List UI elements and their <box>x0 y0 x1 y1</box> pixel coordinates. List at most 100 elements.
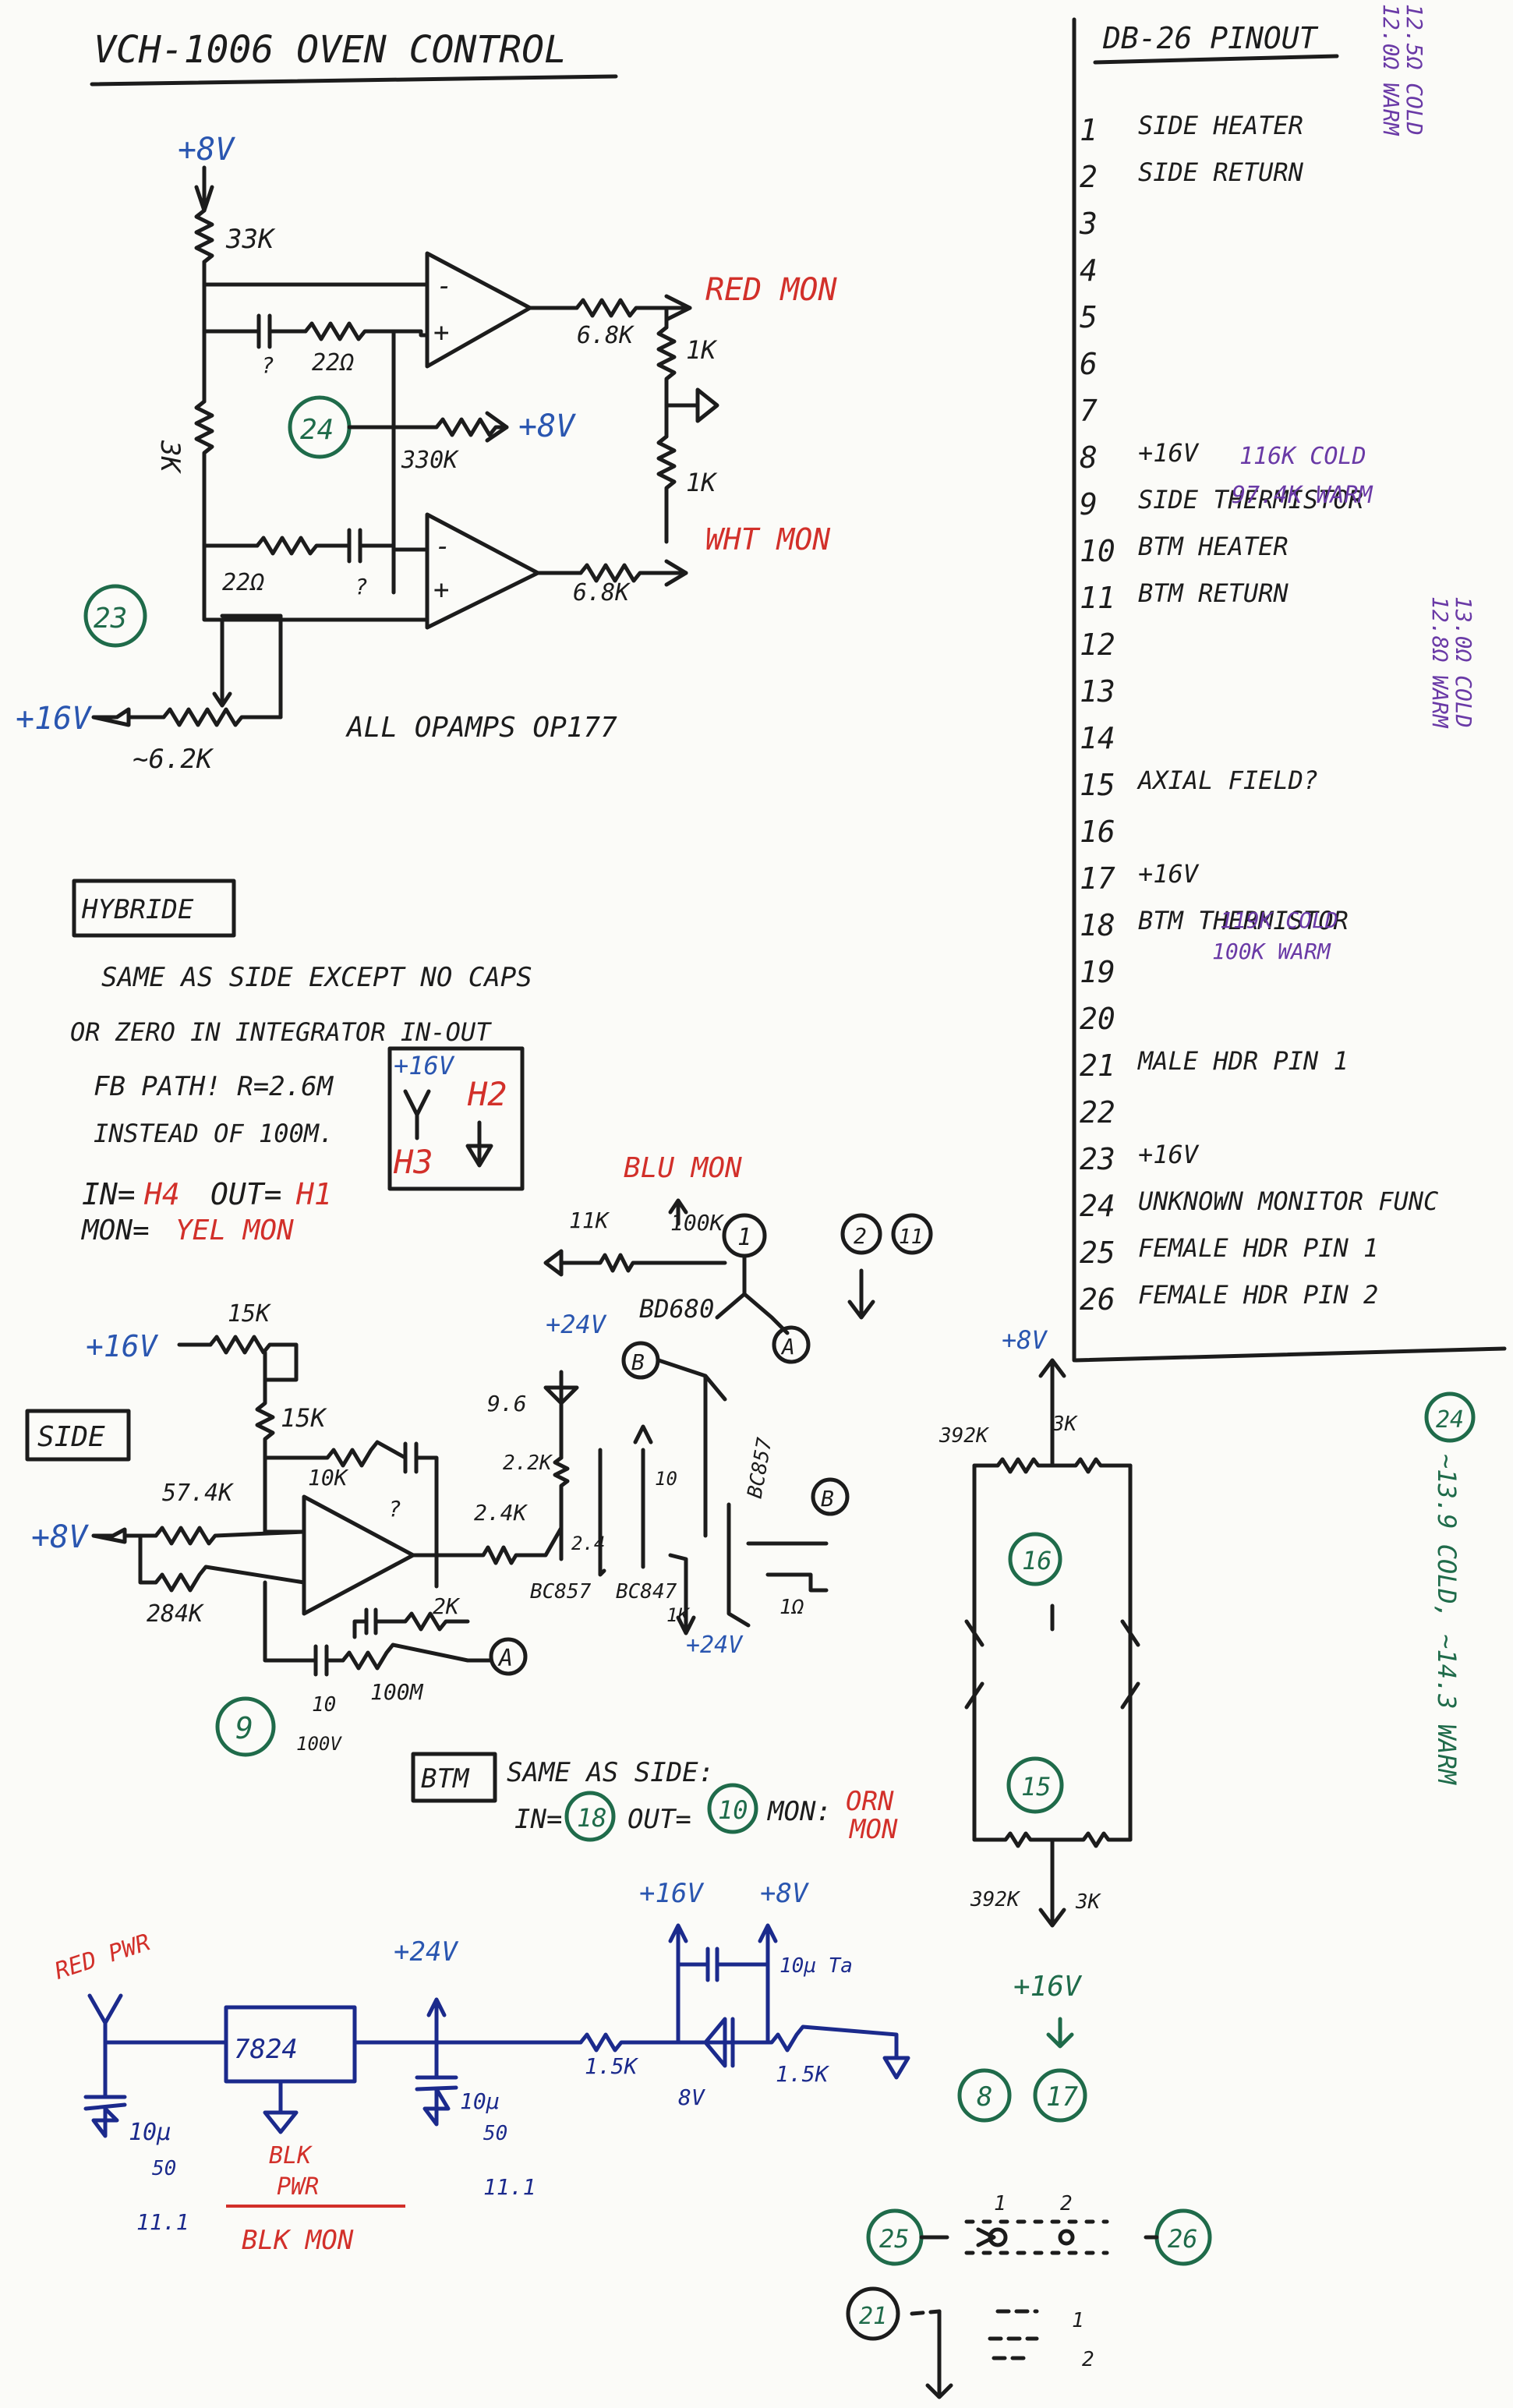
pinout-number: 7 <box>1080 394 1098 428</box>
svg-text:12.5Ω COLD: 12.5Ω COLD <box>1402 4 1427 136</box>
label-bd680: BD680 <box>639 1294 714 1324</box>
pinout-number: 11 <box>1080 581 1115 615</box>
svg-text:BLK: BLK <box>269 2142 313 2169</box>
pinout-number: 3 <box>1079 207 1098 241</box>
pinout-description: SIDE HEATER <box>1138 111 1303 140</box>
label-all-opamps: ALL OPAMPS OP177 <box>345 712 617 744</box>
pinout-description: +16V <box>1138 859 1200 889</box>
svg-text:2.4K: 2.4K <box>474 1500 528 1526</box>
hybrid-box <box>387 1046 525 1191</box>
svg-text:13.0Ω COLD: 13.0Ω COLD <box>1451 596 1476 728</box>
svg-text:PWR: PWR <box>277 2173 319 2201</box>
svg-text:16: 16 <box>1022 1546 1052 1575</box>
pinout-number: 17 <box>1080 861 1115 896</box>
svg-text:H3: H3 <box>393 1143 433 1181</box>
pinout-number: 15 <box>1080 768 1115 802</box>
label-plus8-a: +8V <box>178 132 235 168</box>
svg-text:2: 2 <box>1060 2192 1073 2215</box>
svg-text:+8V: +8V <box>1002 1325 1048 1355</box>
hybrid-box-label: HYBRIDE <box>81 894 194 925</box>
node-23-label: 23 <box>94 603 127 635</box>
svg-text:9: 9 <box>235 1711 253 1745</box>
svg-text:22Ω: 22Ω <box>312 349 354 377</box>
resistor-6k8-b <box>578 563 688 583</box>
svg-text:6.8K: 6.8K <box>573 579 631 606</box>
svg-text:15: 15 <box>1021 1772 1052 1802</box>
svg-text:IN=: IN= <box>82 1177 136 1211</box>
pinout-number: 1 <box>1080 113 1098 147</box>
svg-text:+: + <box>433 575 449 606</box>
svg-text:116K COLD: 116K COLD <box>1239 443 1366 470</box>
btm-notes: BTM SAME AS SIDE: IN= 18 OUT= 10 MON: OR… <box>411 1752 898 1845</box>
svg-text:10: 10 <box>655 1468 677 1490</box>
svg-text:MON=: MON= <box>80 1215 150 1246</box>
svg-text:+24V: +24V <box>546 1310 607 1339</box>
svg-text:10: 10 <box>718 1795 748 1825</box>
side-box <box>25 1409 131 1462</box>
svg-text:15K: 15K <box>281 1403 328 1433</box>
svg-text:BC857: BC857 <box>744 1436 777 1501</box>
svg-text:2K: 2K <box>433 1593 461 1619</box>
svg-text:OUT=: OUT= <box>210 1177 282 1211</box>
header-diagram: 25 26 1 2 21 1 2 <box>846 2192 1212 2399</box>
svg-text:18: 18 <box>577 1803 607 1833</box>
pinout-number: 9 <box>1080 487 1098 522</box>
resistor-22b <box>255 536 345 556</box>
svg-text:100V: 100V <box>296 1733 342 1755</box>
pinout-description: +16V <box>1138 1140 1200 1169</box>
svg-text:1: 1 <box>737 1224 751 1251</box>
svg-text:+16V: +16V <box>86 1329 159 1363</box>
svg-text:330K: 330K <box>401 447 459 474</box>
svg-text:SAME AS SIDE EXCEPT NO CAPS: SAME AS SIDE EXCEPT NO CAPS <box>101 962 532 993</box>
pinout-description: AXIAL FIELD? <box>1137 766 1318 795</box>
svg-text:-: - <box>435 531 451 562</box>
svg-text:7824: 7824 <box>234 2034 298 2065</box>
svg-text:284K: 284K <box>147 1600 204 1628</box>
svg-text:10K: 10K <box>308 1465 349 1490</box>
pinout-number: 20 <box>1080 1002 1115 1036</box>
pinout-number: 18 <box>1080 908 1115 942</box>
svg-text:22Ω: 22Ω <box>222 569 264 596</box>
svg-text:11: 11 <box>899 1225 923 1249</box>
svg-text:1K: 1K <box>686 468 718 497</box>
svg-text:MON: MON <box>849 1814 898 1845</box>
svg-text:+8V: +8V <box>518 408 576 444</box>
svg-text:3K: 3K <box>154 440 186 474</box>
svg-text:50: 50 <box>152 2157 176 2180</box>
svg-text:11.1: 11.1 <box>483 2174 536 2200</box>
pinout-number: 13 <box>1080 674 1115 709</box>
resistor-3k <box>194 399 214 610</box>
btm-box <box>411 1752 497 1803</box>
pinout-description: BTM HEATER <box>1138 532 1289 561</box>
resistor-22a <box>303 321 423 341</box>
svg-text:INSTEAD OF 100M.: INSTEAD OF 100M. <box>94 1119 334 1148</box>
svg-text:97.4K WARM: 97.4K WARM <box>1232 482 1373 509</box>
pinout-number: 21 <box>1080 1048 1115 1083</box>
svg-text:8V: 8V <box>678 2084 706 2110</box>
node-23-circle <box>83 584 147 648</box>
svg-text:IN=: IN= <box>514 1804 562 1835</box>
label-33k: 33K <box>225 224 276 255</box>
svg-text:10: 10 <box>312 1693 336 1717</box>
pinout-description: BTM RETURN <box>1138 578 1289 608</box>
svg-text:-: - <box>437 271 452 302</box>
label-blu-mon: BLU MON <box>624 1152 742 1184</box>
svg-text:B: B <box>821 1486 834 1512</box>
pinout-number: 26 <box>1080 1282 1115 1317</box>
svg-text:H1: H1 <box>295 1177 332 1211</box>
svg-text:11K: 11K <box>569 1208 610 1233</box>
svg-text:FB PATH! R=2.6M: FB PATH! R=2.6M <box>94 1071 334 1102</box>
pinout-number: 19 <box>1080 955 1115 989</box>
svg-text:11.1: 11.1 <box>136 2209 189 2235</box>
label-red-mon: RED MON <box>705 272 837 308</box>
pinout-description: UNKNOWN MONITOR FUNC <box>1138 1186 1438 1216</box>
svg-text:50: 50 <box>483 2122 507 2145</box>
pot-6k2 <box>161 707 283 727</box>
resistor-1k-a <box>656 325 677 408</box>
title-underline <box>90 74 618 87</box>
svg-text:100K: 100K <box>670 1210 725 1236</box>
pinout-number: 23 <box>1080 1142 1115 1176</box>
svg-text:H4: H4 <box>143 1177 180 1211</box>
svg-text:3K: 3K <box>1052 1413 1079 1436</box>
